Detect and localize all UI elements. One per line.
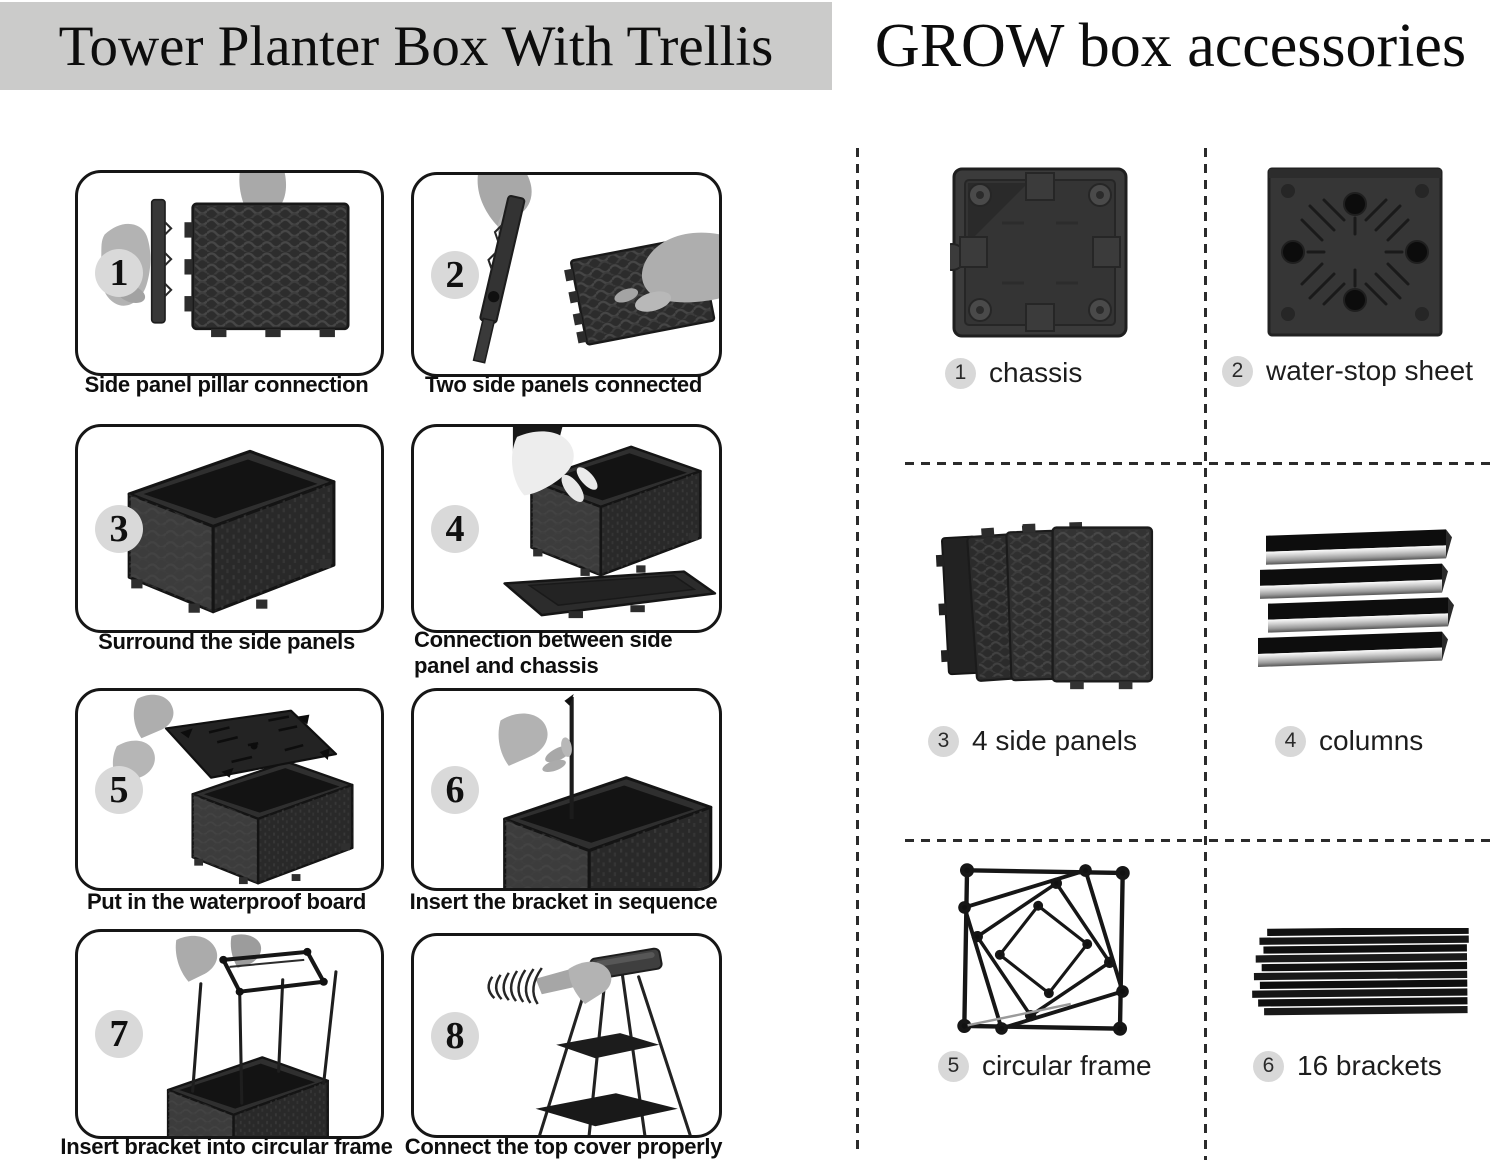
left-title: Tower Planter Box With Trellis xyxy=(58,14,774,78)
right-title: GROW box accessories xyxy=(874,11,1467,80)
divider-horizontal-2 xyxy=(905,839,1495,842)
accessory-label: 16 brackets xyxy=(1297,1050,1442,1081)
step-2-photo xyxy=(472,175,719,364)
step-4-photo xyxy=(503,427,717,619)
step-5-panel: 5 xyxy=(75,688,384,891)
accessory-number-badge: 3 xyxy=(928,725,959,757)
step-5-photo xyxy=(112,694,354,886)
step-7-panel: 7 xyxy=(75,929,384,1139)
step-3-panel: 3 xyxy=(75,424,384,633)
accessory-side-panels: 3 4 side panels xyxy=(928,725,1137,757)
step-4-caption: Connection between side panel and chassi… xyxy=(414,627,673,679)
accessory-label: circular frame xyxy=(982,1050,1152,1081)
step-number-badge: 2 xyxy=(431,250,479,299)
accessory-chassis: 1 chassis xyxy=(945,357,1082,389)
step-number-badge: 4 xyxy=(431,504,479,553)
step-5-caption: Put in the waterproof board xyxy=(86,889,367,914)
step-2-panel: 2 xyxy=(411,172,722,377)
accessory-water-stop-photo xyxy=(1266,166,1444,338)
accessory-label: water-stop sheet xyxy=(1266,355,1473,386)
accessory-water-stop: 2 water-stop sheet xyxy=(1222,355,1473,387)
step-1-caption: Side panel pillar connection xyxy=(84,372,369,397)
step-6-photo xyxy=(498,693,713,888)
accessory-chassis-photo xyxy=(950,165,1130,340)
accessory-number-badge: 2 xyxy=(1222,355,1253,387)
accessory-number-badge: 1 xyxy=(945,357,976,389)
accessory-circular-frame-photo xyxy=(953,858,1135,1038)
accessory-brackets-photo xyxy=(1247,928,1479,1018)
accessory-columns: 4 columns xyxy=(1275,725,1423,757)
step-7-caption: Insert bracket into circular frame xyxy=(60,1134,393,1159)
divider-vertical-middle xyxy=(1204,148,1207,1160)
step-number-badge: 3 xyxy=(95,504,143,553)
accessory-number-badge: 6 xyxy=(1253,1050,1284,1082)
accessory-columns-photo xyxy=(1258,528,1454,676)
divider-horizontal-1 xyxy=(905,462,1495,465)
step-7-photo xyxy=(166,934,338,1136)
step-2-caption: Two side panels connected xyxy=(425,372,702,397)
accessory-label: chassis xyxy=(989,357,1083,388)
accessory-number-badge: 5 xyxy=(938,1050,969,1082)
step-number-badge: 6 xyxy=(431,765,479,814)
step-3-caption: Surround the side panels xyxy=(98,629,355,654)
accessory-label: columns xyxy=(1319,725,1424,756)
accessory-number-badge: 4 xyxy=(1275,725,1306,757)
step-number-badge: 8 xyxy=(431,1011,479,1060)
accessory-circular-frame: 5 circular frame xyxy=(938,1050,1152,1082)
step-6-panel: 6 xyxy=(411,688,722,891)
step-6-caption: Insert the bracket in sequence xyxy=(409,889,718,914)
left-title-banner: Tower Planter Box With Trellis xyxy=(0,2,832,90)
step-1-panel: 1 xyxy=(75,170,384,376)
step-number-badge: 5 xyxy=(95,765,143,814)
step-number-badge: 1 xyxy=(95,249,143,297)
accessory-side-panels-photo xyxy=(915,510,1160,695)
step-8-caption: Connect the top cover properly xyxy=(404,1134,723,1159)
step-8-panel: 8 xyxy=(411,933,722,1138)
step-8-photo xyxy=(487,947,692,1135)
accessory-brackets: 6 16 brackets xyxy=(1253,1050,1442,1082)
accessory-label: 4 side panels xyxy=(972,725,1138,756)
step-number-badge: 7 xyxy=(95,1010,143,1058)
divider-vertical-left xyxy=(856,148,859,1156)
step-4-panel: 4 xyxy=(411,424,722,633)
